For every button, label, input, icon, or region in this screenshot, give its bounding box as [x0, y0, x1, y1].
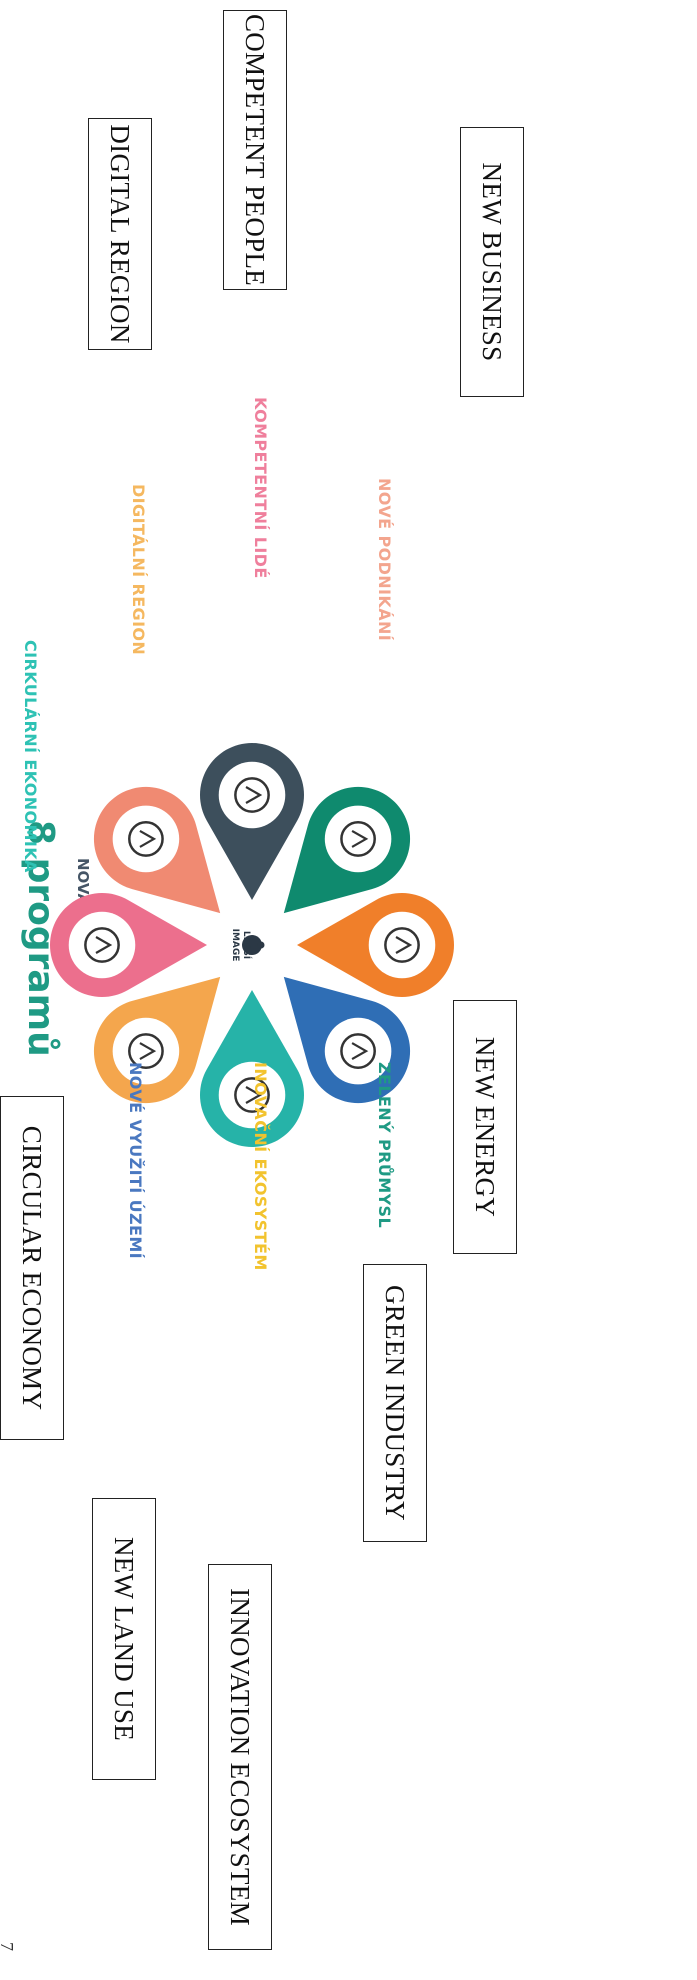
center-logo: LEPŠÍ IMAGE [230, 929, 265, 962]
label-nove-podnikani: NOVÉ PODNIKÁNÍ [375, 478, 394, 642]
label-digitalni-region: DIGITÁLNÍ REGION [129, 484, 148, 656]
box-digital-region: DIGITAL REGION [88, 118, 152, 350]
box-green-industry: GREEN INDUSTRY [363, 1264, 427, 1542]
pin-icon-background [112, 1017, 180, 1085]
box-competent-people: COMPETENT PEOPLE [223, 10, 287, 290]
box-innovation-ecosystem: INNOVATION ECOSYSTEM [208, 1564, 272, 1950]
box-circular-economy: CIRCULAR ECONOMY [0, 1096, 64, 1440]
center-logo-line1: LEPŠÍ [241, 931, 253, 960]
pin-icon-background [368, 911, 436, 979]
box-new-land-use: NEW LAND USE [92, 1498, 156, 1780]
green-factory-icon [340, 821, 376, 857]
lightbulb-gear-icon [384, 927, 420, 963]
label-cirkularni-ekonomika: CIRKULÁRNÍ EKONOMIKA [21, 640, 40, 873]
box-new-energy: NEW ENERGY [453, 1000, 517, 1254]
label-zeleny-prumysl: ZELENÝ PRŮMYSL [375, 1062, 394, 1229]
center-logo-line2: IMAGE [230, 929, 240, 962]
people-presentation-icon [84, 927, 120, 963]
label-kompetentni-lide: KOMPETENTNÍ LIDÉ [251, 397, 270, 579]
label-nove-vyuziti-uzemi: NOVÉ VYUŽITÍ ÚZEMÍ [126, 1062, 145, 1259]
pin-icon-background [68, 911, 136, 979]
pin-icon-background [112, 805, 180, 873]
digital-network-icon [128, 1033, 164, 1069]
pin-icon-background [218, 761, 286, 829]
label-inovacni-ekosystem: INOVAČNÍ EKOSYSTÉM [251, 1062, 270, 1271]
recycle-brain-icon [234, 1077, 270, 1113]
box-new-business: NEW BUSINESS [460, 127, 524, 397]
energy-leaf-icon [234, 777, 270, 813]
pin-icon-background [218, 1061, 286, 1129]
handshake-icon [128, 821, 164, 857]
pin-icon-background [324, 805, 392, 873]
pin-icon-background [324, 1017, 392, 1085]
land-factory-icon [340, 1033, 376, 1069]
